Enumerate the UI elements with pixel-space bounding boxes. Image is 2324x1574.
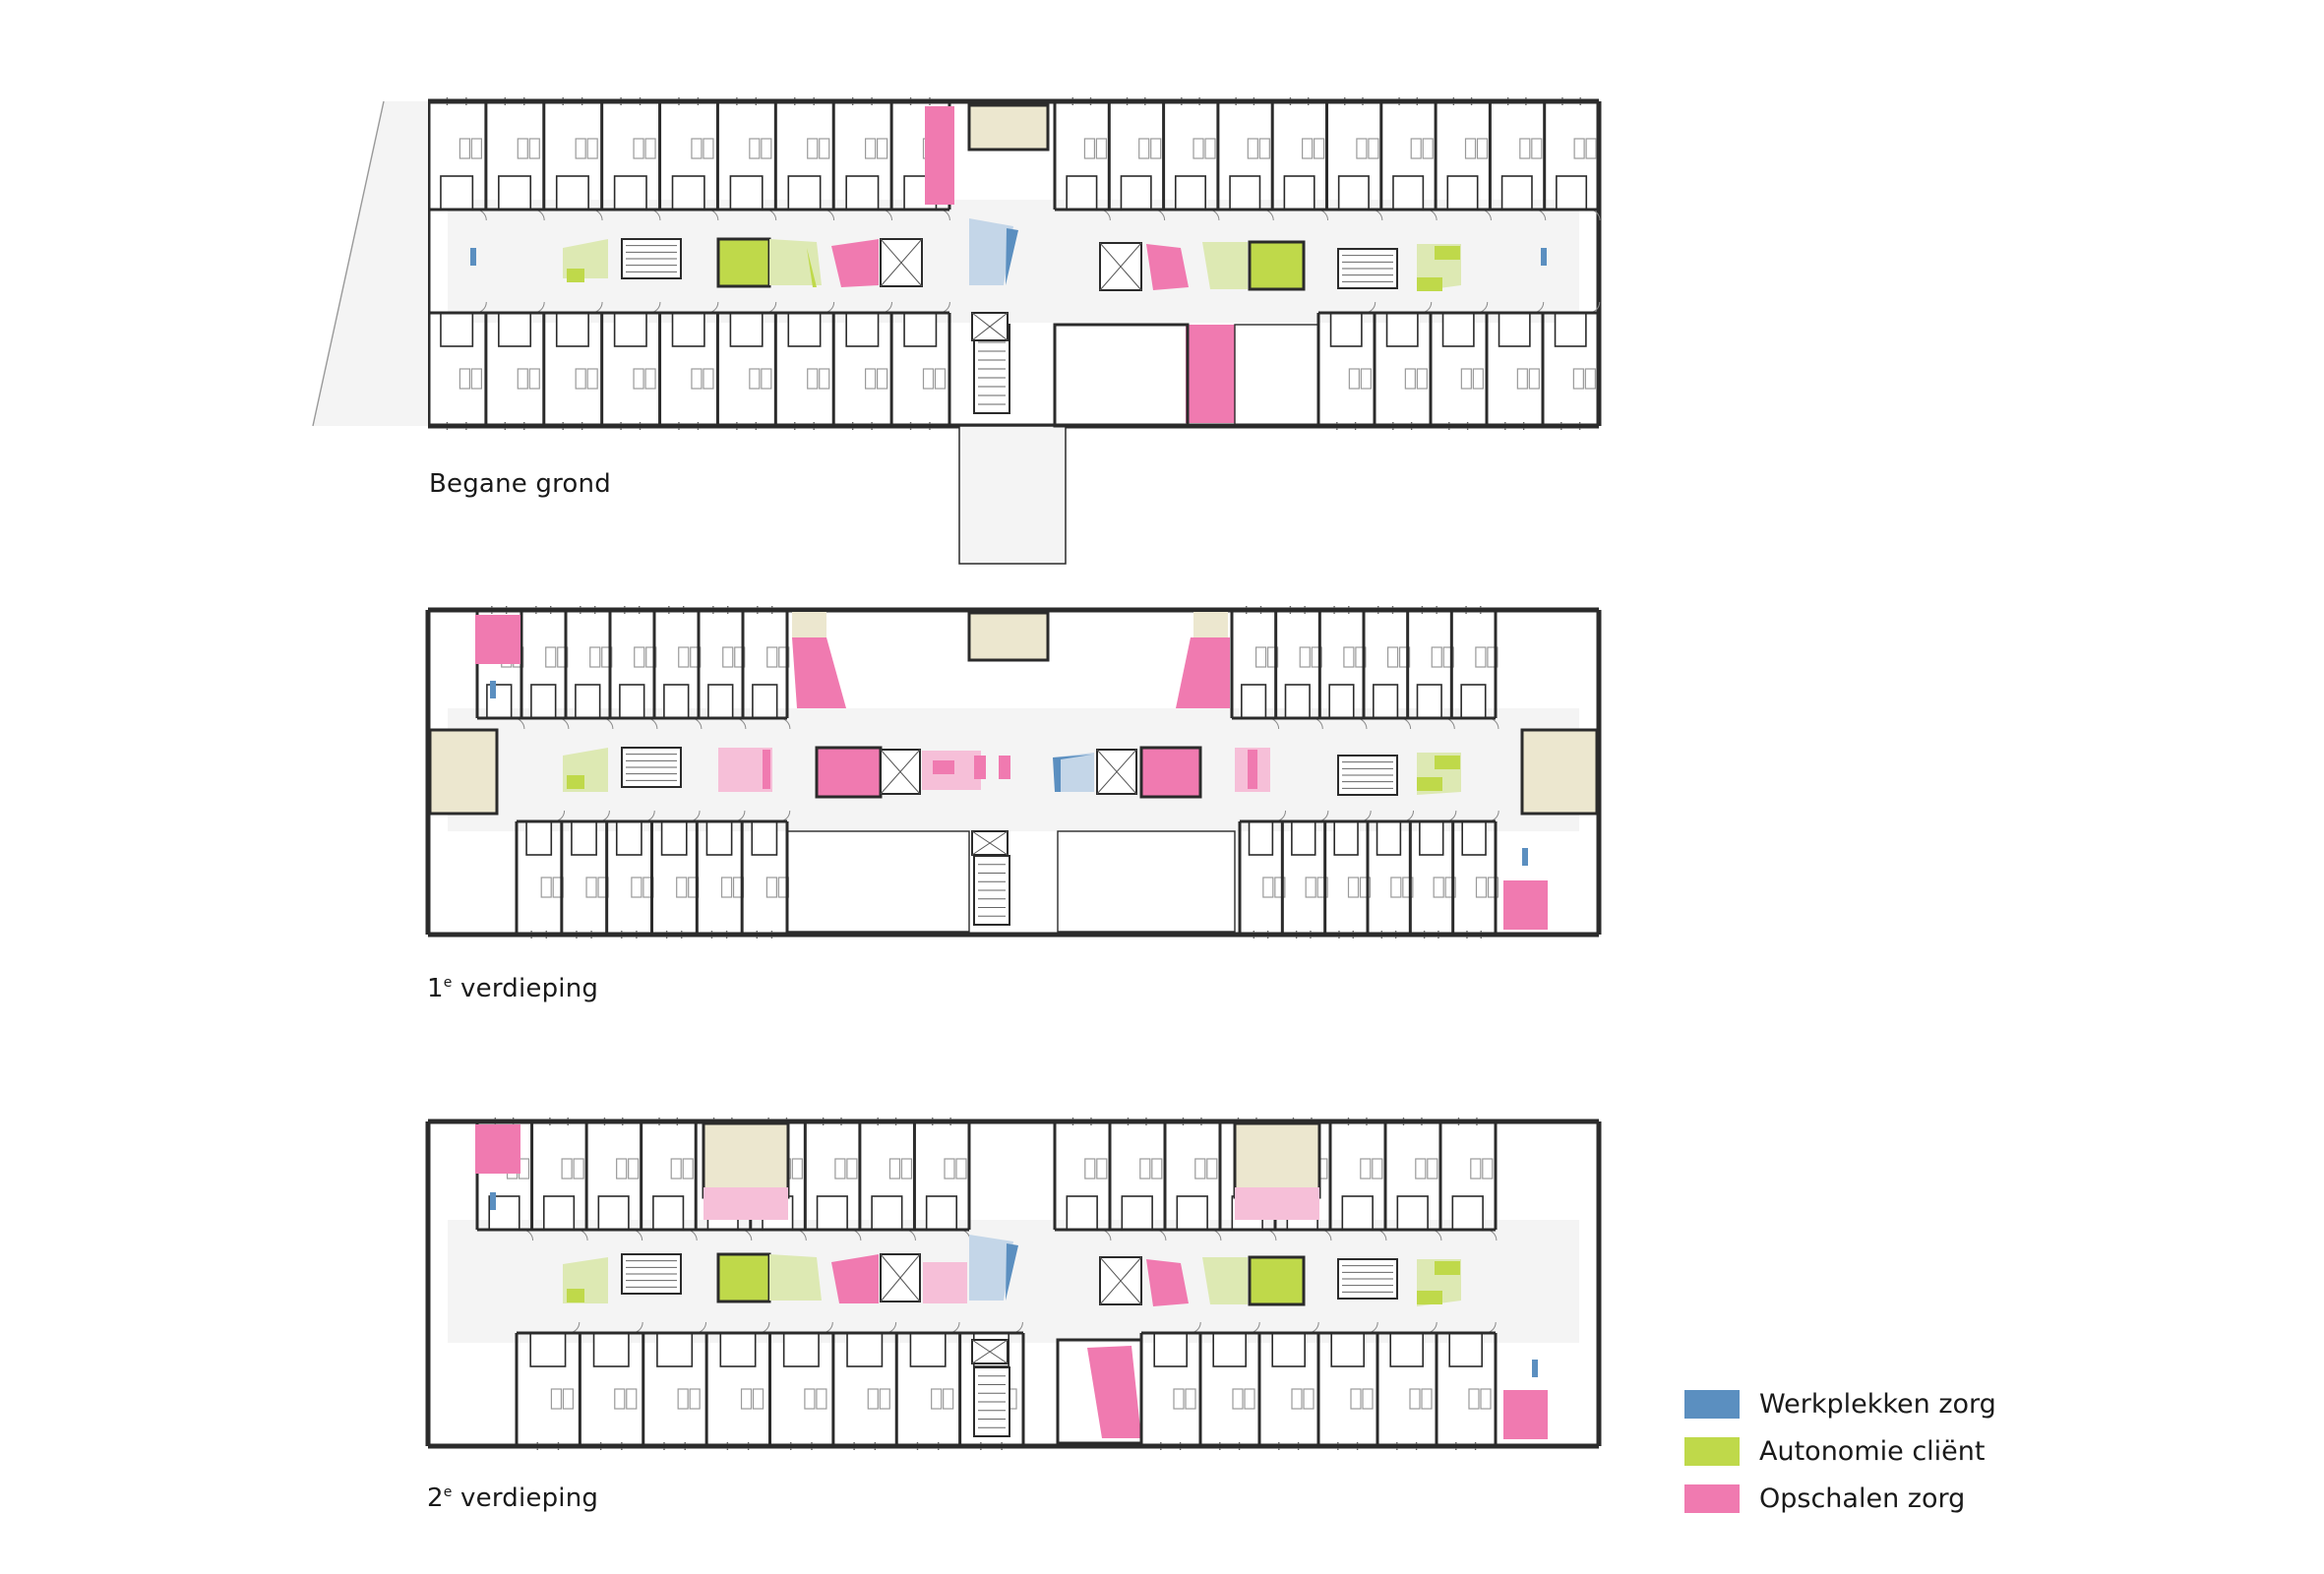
floor-plan-ground <box>312 97 1602 565</box>
stair-core <box>621 747 682 788</box>
legend-label-opschalen: Opschalen zorg <box>1759 1483 1966 1514</box>
zone-werkplekken <box>1053 755 1092 792</box>
zone-autonomie <box>567 1289 584 1302</box>
floor-plan-second <box>425 1118 1602 1450</box>
floor-plan-first <box>425 606 1602 938</box>
zone-opschalen <box>974 756 986 779</box>
elevator <box>1099 1256 1142 1305</box>
zone-opschalen <box>1176 637 1230 708</box>
stair-core <box>1337 1258 1398 1300</box>
zone-opschalen <box>1146 1259 1189 1306</box>
zone-opschalen <box>1503 880 1548 930</box>
elevator <box>1099 242 1142 291</box>
service-room-beige <box>703 1123 788 1187</box>
zone-opschalen <box>763 750 770 789</box>
service-room-beige <box>1522 730 1597 814</box>
entrance-bridge <box>959 426 1066 564</box>
zone-opschalen <box>925 106 954 205</box>
floor-label-first: 1e verdieping <box>427 974 599 1003</box>
zone-autonomie <box>718 239 769 286</box>
zone-autonomie <box>1435 246 1460 260</box>
zone-opschalen <box>1248 750 1257 789</box>
zone-opschalen <box>1146 244 1189 290</box>
zone-werkplekken <box>1532 1360 1538 1377</box>
elevator <box>971 312 1009 341</box>
legend-label-werkplekken: Werkplekken zorg <box>1759 1389 1996 1420</box>
floor-label-second: 2e verdieping <box>427 1483 599 1513</box>
zone-autonomie <box>807 248 817 287</box>
zone-werkplekken <box>1541 248 1547 266</box>
zone-autonomie <box>1417 1291 1442 1304</box>
zone-opschalen <box>1141 748 1200 797</box>
zone-opschalen <box>817 748 881 797</box>
zone-opschalen <box>999 756 1010 779</box>
zone-opschalen <box>792 637 846 708</box>
legend-item-opschalen: Opschalen zorg <box>1684 1483 1965 1514</box>
zone-werkplekken <box>490 681 496 698</box>
legend-swatch-opschalen <box>1684 1484 1740 1513</box>
zone-opschalen <box>1087 1346 1141 1438</box>
zone-opschalen <box>831 239 879 287</box>
service-room-beige <box>1235 1123 1319 1187</box>
zone-werkplekken-light <box>969 1235 1013 1301</box>
zone-werkplekken <box>1006 1243 1018 1301</box>
stair-core <box>973 1366 1010 1437</box>
zone-opschalen <box>475 1124 520 1174</box>
zone-autonomie <box>1250 1257 1304 1304</box>
zone-autonomie <box>567 775 584 789</box>
corridor <box>448 1220 1579 1343</box>
zone-opschalen <box>475 615 520 664</box>
service-room-beige <box>430 730 497 814</box>
elevator <box>971 1339 1009 1364</box>
elevator <box>880 238 923 287</box>
zone-autonomie <box>1435 756 1460 769</box>
zone-werkplekken <box>470 248 476 266</box>
elevator <box>880 1253 921 1302</box>
zone-autonomie-light <box>1202 1257 1248 1304</box>
service-room-beige <box>969 105 1048 150</box>
zone-opschalen <box>831 1254 879 1303</box>
legend-swatch-werkplekken <box>1684 1390 1740 1419</box>
zone-autonomie <box>1250 242 1304 289</box>
elevator <box>971 830 1009 856</box>
service-room-beige <box>969 613 1048 660</box>
zone-autonomie <box>1417 777 1442 791</box>
zone-werkplekken <box>1006 228 1018 285</box>
stair-core <box>1337 248 1398 289</box>
zone-autonomie-light <box>769 239 822 285</box>
elevator <box>880 749 921 795</box>
legend-item-werkplekken: Werkplekken zorg <box>1684 1389 1996 1420</box>
stair-core <box>1337 755 1398 796</box>
service-room-beige <box>1193 612 1228 637</box>
zone-autonomie-light <box>1202 242 1248 289</box>
elevator <box>1096 749 1137 795</box>
stair-core <box>973 855 1010 926</box>
floor-label-ground: Begane grond <box>429 469 611 499</box>
zone-opschalen-light <box>703 1187 788 1220</box>
zone-autonomie <box>718 1254 769 1302</box>
zone-werkplekken-light <box>1053 753 1094 792</box>
zone-autonomie <box>1435 1261 1460 1275</box>
zone-werkplekken <box>1522 848 1528 866</box>
entrance-plaza <box>313 101 428 426</box>
service-room-beige <box>792 612 826 637</box>
zone-opschalen-light <box>1235 1187 1319 1220</box>
zone-werkplekken <box>490 1192 496 1210</box>
zone-autonomie <box>567 269 584 282</box>
corridor <box>448 200 1579 323</box>
zone-autonomie <box>1417 277 1442 291</box>
zone-opschalen-light <box>923 1262 967 1303</box>
legend-swatch-autonomie <box>1684 1437 1740 1466</box>
stair-core <box>621 238 682 279</box>
zone-autonomie-light <box>769 1254 822 1301</box>
zone-werkplekken-light <box>969 218 1013 285</box>
zone-opschalen <box>933 760 954 774</box>
legend-item-autonomie: Autonomie cliënt <box>1684 1436 1985 1467</box>
stair-core <box>621 1253 682 1295</box>
zone-opschalen <box>1503 1390 1548 1439</box>
zone-opschalen <box>1186 325 1235 423</box>
legend-label-autonomie: Autonomie cliënt <box>1759 1436 1986 1467</box>
